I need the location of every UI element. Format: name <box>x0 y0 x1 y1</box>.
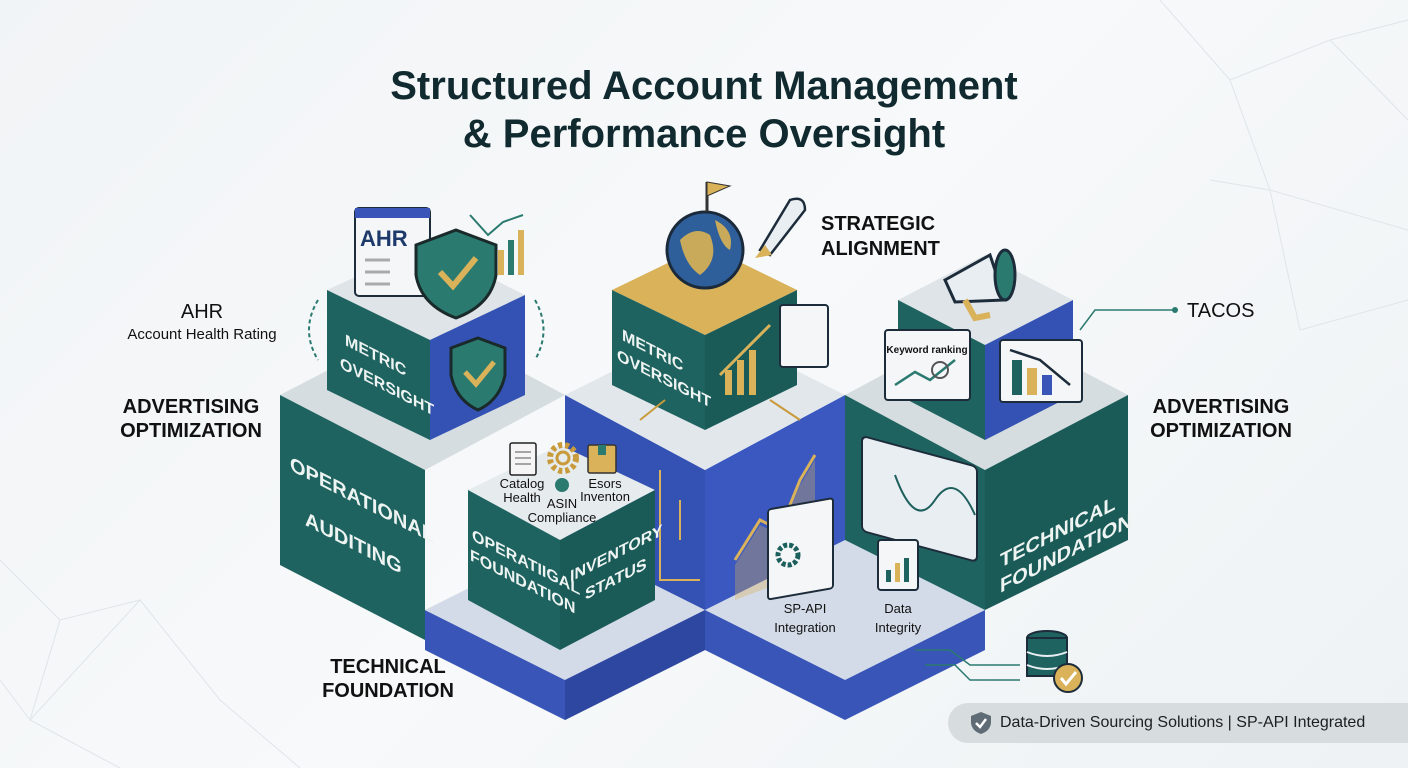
title-line-1: Structured Account Management <box>390 64 1018 108</box>
megaphone-icon <box>943 248 1017 322</box>
ahr-label: AHR <box>181 301 223 323</box>
bar-chart-icon <box>469 214 524 275</box>
dashboard-monitor-icon <box>861 436 978 562</box>
report-card-icon <box>779 304 829 368</box>
title-line-2: & Performance Oversight <box>462 112 946 156</box>
advertising-right-label: ADVERTISING <box>1153 396 1290 418</box>
technical-foundation-label: TECHNICAL <box>330 656 446 678</box>
icon-label: Data <box>884 601 912 616</box>
box-icon <box>587 444 617 474</box>
keyword-ranking-card: Keyword ranking <box>884 329 971 401</box>
footer-banner: Data-Driven Sourcing Solutions | SP-API … <box>948 703 1408 743</box>
flag-icon <box>705 181 732 212</box>
shield-large-icon <box>414 228 498 320</box>
icon-label: Integration <box>774 620 835 635</box>
globe-small-icon <box>555 478 569 492</box>
keyword-ranking-label: Keyword ranking <box>886 345 967 356</box>
advertising-right-label: OPTIMIZATION <box>1150 420 1292 442</box>
data-integrity-icon <box>877 539 919 591</box>
right-top-cube: Keyword ranking <box>884 248 1178 440</box>
icon-label: ASIN <box>547 496 577 511</box>
growth-chart-icon <box>718 323 772 395</box>
rocket-icon <box>755 197 807 258</box>
declining-chart-card <box>999 339 1083 403</box>
metric-oversight-center-cube: METRIC OVERSIGHT <box>612 181 829 430</box>
strategic-alignment-label: ALIGNMENT <box>821 238 940 260</box>
ahr-sub-label: Account Health Rating <box>127 326 276 343</box>
ahr-card-label: AHR <box>360 226 408 251</box>
icon-label: Compliance <box>528 510 597 525</box>
strategic-alignment-label: STRATEGIC <box>821 213 935 235</box>
advertising-left-label: ADVERTISING <box>123 396 260 418</box>
technical-foundation-label: FOUNDATION <box>322 680 454 702</box>
footer-text: Data-Driven Sourcing Solutions | SP-API … <box>1000 714 1366 731</box>
globe-icon <box>665 210 745 290</box>
metric-oversight-left-cube: METRIC OVERSIGHT AHR <box>308 207 545 440</box>
advertising-left-label: OPTIMIZATION <box>120 420 262 442</box>
icon-label: Esors <box>588 476 622 491</box>
gear-icon <box>547 442 579 474</box>
shield-check-icon <box>971 712 991 734</box>
icon-label: SP-API <box>784 601 827 616</box>
icon-label: Catalog <box>500 476 545 491</box>
icon-label: Inventon <box>580 489 630 504</box>
magnifier-icon <box>931 361 949 379</box>
sp-api-icon <box>767 497 834 601</box>
operational-foundation-block: OPERATIIGAL FOUNDATION INVENTORY STATUS … <box>468 442 663 650</box>
icon-label: Health <box>503 490 541 505</box>
tacos-label: TACOS <box>1187 300 1254 322</box>
icon-label: Integrity <box>875 620 922 635</box>
database-check-icon <box>915 630 1083 693</box>
page-title: Structured Account Management & Performa… <box>0 62 1408 158</box>
document-icon <box>509 442 537 476</box>
shield-check-icon <box>449 336 507 412</box>
